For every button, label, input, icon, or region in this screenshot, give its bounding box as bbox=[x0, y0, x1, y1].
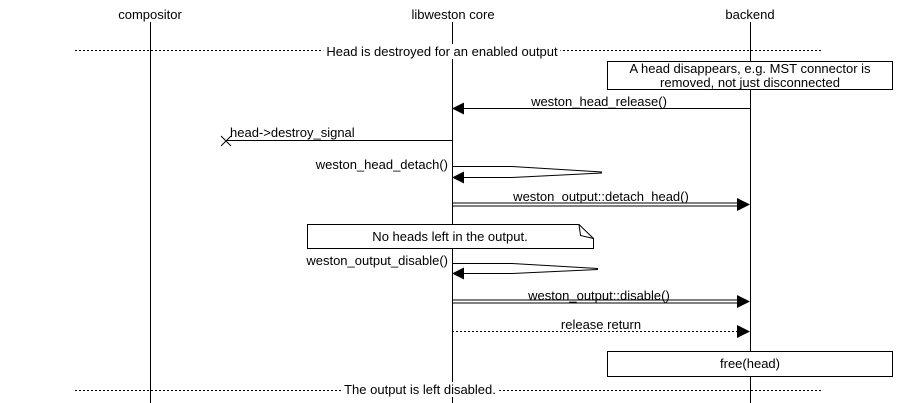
actor-label-compositor: compositor bbox=[118, 7, 182, 22]
arrowhead-right-disable bbox=[737, 295, 750, 308]
divider-top-label: Head is destroyed for an enabled output bbox=[323, 44, 561, 59]
message-label-head-release: weston_head_release() bbox=[531, 94, 667, 109]
self-call-head-detach-return bbox=[464, 172, 603, 178]
arrowhead-right-release-return bbox=[737, 325, 750, 338]
note-head-disappears-text: A head disappears, e.g. MST connector is… bbox=[629, 60, 871, 90]
self-call-output-disable-out bbox=[452, 263, 599, 269]
note-no-heads-fold-icon bbox=[578, 224, 594, 239]
actor-label-backend: backend bbox=[725, 7, 775, 22]
message-label-output-disable: weston_output_disable() bbox=[306, 253, 448, 268]
arrowhead-left-output-disable bbox=[452, 267, 464, 280]
divider-bottom-label: The output is left disabled. bbox=[341, 382, 499, 397]
note-no-heads-shape bbox=[307, 224, 594, 249]
arrowhead-left-head-detach bbox=[452, 171, 464, 184]
message-label-disable: weston_output::disable() bbox=[528, 288, 670, 303]
message-label-destroy-signal: head->destroy_signal bbox=[230, 125, 355, 140]
note-free-head-text: free(head) bbox=[720, 356, 780, 371]
message-label-release-return: release return bbox=[560, 317, 642, 332]
lost-message-cross-icon bbox=[220, 135, 232, 147]
message-label-detach-head: weston_output::detach_head() bbox=[513, 189, 689, 204]
note-head-disappears: A head disappears, e.g. MST connector is… bbox=[607, 61, 893, 90]
message-label-head-detach: weston_head_detach() bbox=[315, 157, 448, 172]
actor-label-libweston-core: libweston core bbox=[411, 7, 495, 22]
arrowhead-right-detach-head bbox=[737, 198, 750, 211]
arrowhead-left-head-release bbox=[452, 102, 464, 115]
self-call-output-disable-return bbox=[464, 269, 599, 274]
self-call-head-detach-out bbox=[452, 166, 603, 173]
note-no-heads-label: No heads left in the output. bbox=[372, 229, 528, 244]
note-free-head: free(head) bbox=[607, 351, 893, 377]
